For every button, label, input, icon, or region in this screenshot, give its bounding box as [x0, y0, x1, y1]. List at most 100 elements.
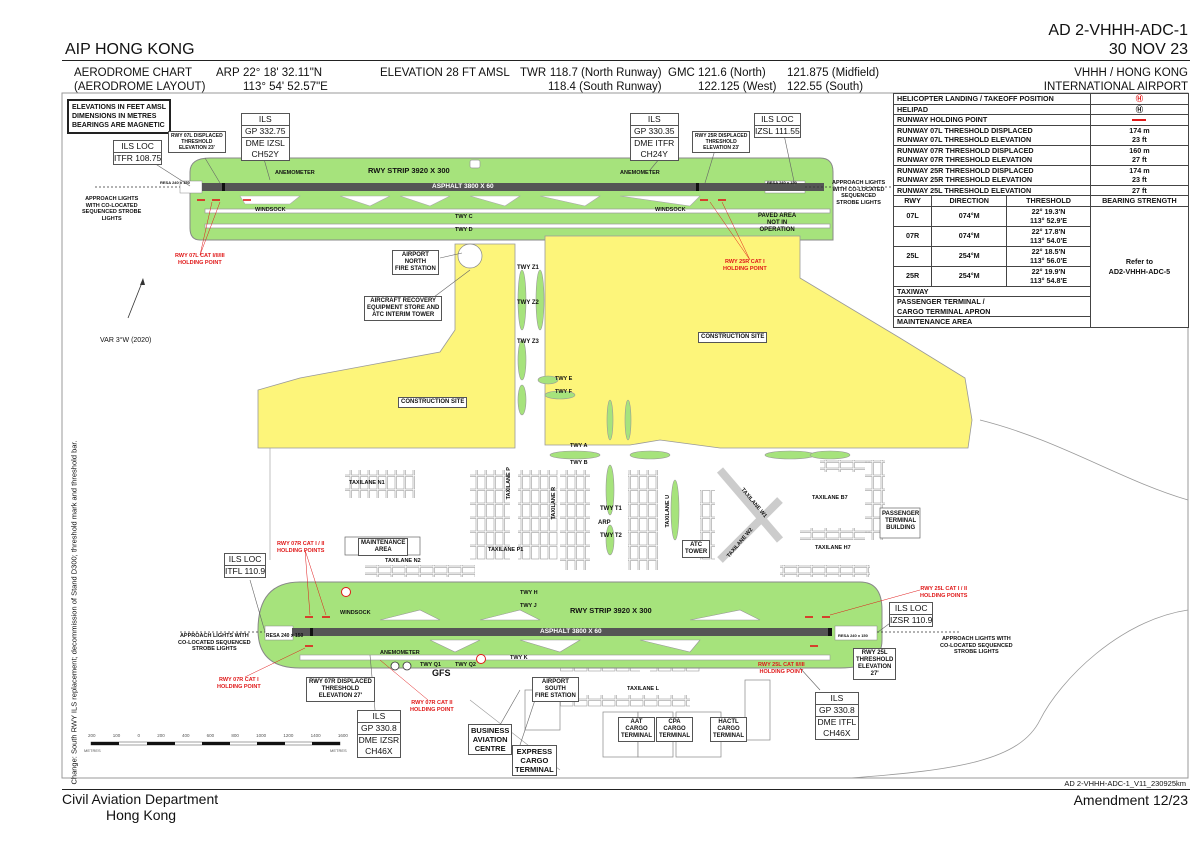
windsock-label: WINDSOCK: [255, 207, 286, 213]
twy-q1-label: TWY Q1: [420, 662, 441, 668]
south-runway-strip-label: RWY STRIP 3920 X 300: [570, 606, 652, 615]
resa-25l-label: RESA 240 x 150: [838, 633, 868, 638]
coastline: [979, 419, 1189, 501]
north-runway-asphalt-label: ASPHALT 3800 X 60: [432, 183, 494, 190]
hp-25l-cat23-label: RWY 25L CAT II/III HOLDING POINT: [758, 662, 805, 675]
south-runway-strip: [257, 581, 883, 669]
arp-marker-label: ARP: [598, 520, 611, 526]
twy-d-label: TWY D: [455, 227, 473, 233]
amendment: Amendment 12/23: [1073, 792, 1188, 808]
express-cargo-terminal: EXPRESS CARGO TERMINAL: [512, 745, 557, 776]
twy-h-label: TWY H: [520, 590, 538, 596]
windsock-label: WINDSOCK: [655, 207, 686, 213]
apron-stands: [345, 460, 885, 707]
anemometer-label: ANEMOMETER: [380, 650, 420, 656]
cpa-cargo-terminal: CPA CARGO TERMINAL: [656, 717, 693, 742]
twy-q2-label: TWY Q2: [455, 662, 476, 668]
scale-unit-right: METRES: [330, 748, 347, 753]
twy-e-label: TWY E: [555, 376, 573, 382]
change-note: Change: South RWY ILS replacement; decom…: [69, 440, 79, 785]
twy-f-label: TWY F: [555, 389, 573, 395]
taxilane-h7-label: TAXILANE H7: [815, 545, 851, 551]
twy-z2-label: TWY Z2: [517, 300, 539, 306]
twr-label: TWR: [520, 67, 547, 79]
approach-lights-e-label: APPROACH LIGHTS WITH CO-LOCATED SEQUENCE…: [832, 180, 886, 206]
disp-07l-note: RWY 07L DISPLACED THRESHOLD ELEVATION 23…: [168, 131, 226, 153]
twy-k-label: TWY K: [510, 655, 528, 661]
publication: AIP HONG KONG: [65, 41, 195, 58]
recovery-store-label: AIRCRAFT RECOVERY EQUIPMENT STORE AND AT…: [364, 296, 443, 321]
passenger-terminal-building: [879, 507, 921, 539]
heli-landing-marker: [341, 587, 351, 597]
twy-t2-label: TWY T2: [600, 533, 622, 539]
hp-07r-cat1-label: RWY 07R CAT I HOLDING POINT: [217, 677, 261, 690]
twy-j-label: TWY J: [520, 603, 537, 609]
heli-landing-icon: Ⓗ: [1135, 94, 1143, 103]
gfs-label: GFS: [432, 668, 451, 678]
gmc-freqs-1: 121.6 (North)122.125 (West): [698, 67, 777, 93]
holding-point-icon: [1132, 119, 1147, 122]
scale-unit-left: METRES: [84, 748, 101, 753]
helipad-marker: [402, 661, 412, 671]
heli-landing-marker: [476, 654, 486, 664]
elev-25l-note: RWY 25L THRESHOLD ELEVATION 27': [853, 648, 897, 680]
chart-title: AERODROME CHART(AERODROME LAYOUT): [74, 67, 206, 93]
resa-25r-label: RESA 240 x 150: [767, 180, 797, 185]
construction-site-label-2: CONSTRUCTION SITE: [698, 332, 768, 343]
magnetic-north-arrow: [127, 279, 144, 319]
arp-label: ARP: [216, 67, 240, 79]
midfield-taxiway-islands: [517, 269, 632, 441]
footer-rule: [62, 789, 1190, 790]
coastline-south: [849, 609, 1189, 779]
construction-site-west: [257, 243, 516, 449]
hp-07l-label: RWY 07L CAT I/II/III HOLDING POINT: [175, 253, 225, 266]
authority-city: Hong Kong: [106, 807, 177, 823]
twy-b-label: TWY B: [570, 460, 588, 466]
resa-07r-label: RESA 240 x 150: [266, 633, 304, 639]
approach-lights-w-label: APPROACH LIGHTS WITH CO-LOCATED SEQUENCE…: [82, 196, 142, 222]
taxilane-b7-label: TAXILANE B7: [812, 495, 848, 501]
anemometer-label: ANEMOMETER: [620, 170, 660, 176]
header-rule: [62, 60, 1190, 61]
file-id: AD 2-VHHH-ADC-1_V11_230925km: [1064, 779, 1186, 788]
resa-07l-label: RESA 240 x 150: [160, 180, 190, 185]
anemometer-label: ANEMOMETER: [275, 170, 315, 176]
twy-a-label: TWY A: [570, 443, 588, 449]
hp-07r-cat2-label: RWY 07R CAT II HOLDING POINT: [410, 700, 454, 713]
twy-t1-label: TWY T1: [600, 506, 622, 512]
holding-point-marks: [197, 199, 830, 647]
approach-lights-se-label: APPROACH LIGHTS WITH CO-LOCATED SEQUENCE…: [940, 636, 1013, 655]
taxilane-n1-label: TAXILANE N1: [349, 480, 385, 486]
taxilane-l-label: TAXILANE L: [627, 686, 659, 692]
paved-area-label: PAVED AREA NOT IN OPERATION: [758, 213, 797, 233]
passenger-terminal-label: PASSENGER TERMINAL BUILDING: [882, 511, 920, 531]
taxilane-p-label: TAXILANE P: [505, 467, 512, 500]
hactl-cargo-terminal: HACTL CARGO TERMINAL: [710, 717, 747, 742]
north-taxiway-islands: [204, 159, 831, 229]
business-aviation-centre: BUSINESS AVIATION CENTRE: [468, 724, 513, 755]
atc-tower-label: ATC TOWER: [682, 540, 711, 558]
map-frame: [61, 92, 1189, 779]
construction-site-label-1: CONSTRUCTION SITE: [398, 397, 468, 408]
twr-freqs: 118.7 (North Runway)118.4 (South Runway): [548, 67, 662, 93]
doc-id: AD 2-VHHH-ADC-1: [1048, 22, 1188, 39]
helipad-icon: Ⓗ: [1135, 104, 1143, 114]
gmc-label: GMC: [668, 67, 695, 79]
hp-07r-cat12-label: RWY 07R CAT I / II HOLDING POINTS: [277, 541, 325, 554]
twy-c-label: TWY C: [455, 214, 473, 220]
hp-25l-cat12-label: RWY 25L CAT I / II HOLDING POINTS: [920, 586, 968, 599]
south-taxiway-islands: [299, 609, 831, 661]
south-fire-station-label: AIRPORT SOUTH FIRE STATION: [532, 677, 579, 702]
north-runway-strip-label: RWY STRIP 3920 X 300: [368, 166, 450, 175]
